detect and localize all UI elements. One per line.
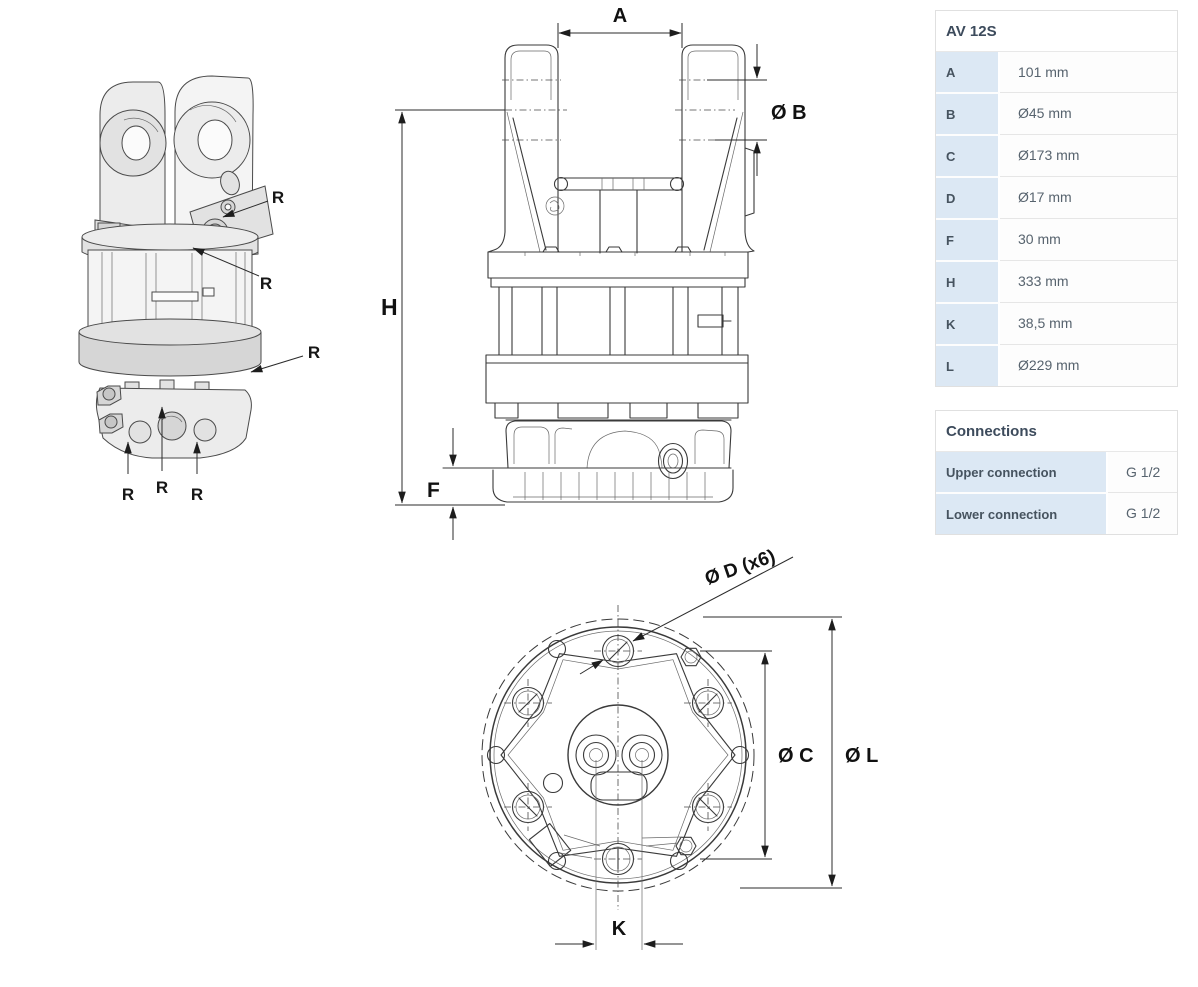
spec-row-d: D Ø17 mm: [936, 176, 1177, 218]
dimension-k: K: [555, 760, 683, 950]
bottom-view-body: [481, 605, 755, 910]
port-label-r6: R: [191, 485, 203, 504]
connection-row-lower: Lower connection G 1/2: [936, 492, 1177, 534]
spec-row-f: F 30 mm: [936, 218, 1177, 260]
spec-value: 38,5 mm: [1000, 302, 1177, 344]
front-lower-flange: [485, 354, 749, 404]
spec-row-l: L Ø229 mm: [936, 344, 1177, 386]
port-label-r5: R: [156, 478, 168, 497]
barrel-section: [87, 249, 253, 333]
port-label-r3: R: [308, 343, 320, 362]
connections-table: Connections Upper connection G 1/2 Lower…: [935, 410, 1178, 535]
clevis-ear-left: [99, 81, 167, 256]
port-leader-arrows: [124, 200, 304, 474]
spec-label: B: [936, 92, 1000, 134]
rotator-3d-body: [78, 75, 274, 459]
spec-row-h: H 333 mm: [936, 260, 1177, 302]
spec-label: F: [936, 218, 1000, 260]
corner-tab: [528, 823, 683, 867]
spec-value: Ø173 mm: [1000, 134, 1177, 176]
spec-value: Ø45 mm: [1000, 92, 1177, 134]
dim-h-label: H: [381, 294, 398, 320]
spec-label: L: [936, 344, 1000, 386]
connection-value: G 1/2: [1108, 492, 1177, 534]
bolt-holes: [504, 634, 732, 876]
small-holes: [486, 639, 750, 871]
spec-label: C: [936, 134, 1000, 176]
dim-b-label: Ø B: [771, 102, 807, 124]
hex-plugs: [675, 647, 702, 856]
dimension-b: Ø B: [707, 44, 807, 176]
spec-value: 333 mm: [1000, 260, 1177, 302]
lower-flange: [78, 318, 262, 377]
dim-f-label: F: [427, 479, 440, 502]
spec-row-a: A 101 mm: [936, 52, 1177, 92]
dimension-d: Ø D (x6): [579, 546, 794, 675]
bottom-view-drawing: Ø D (x6) Ø C Ø L K: [481, 546, 878, 950]
spec-value: Ø17 mm: [1000, 176, 1177, 218]
dimension-l: Ø L: [703, 616, 878, 889]
spec-label: A: [936, 52, 1000, 92]
spec-label: H: [936, 260, 1000, 302]
dim-k-label: K: [612, 918, 627, 940]
port-label-r1: R: [272, 188, 284, 207]
connections-table-title: Connections: [936, 411, 1177, 452]
spec-table: AV 12S A 101 mm B Ø45 mm C Ø173 mm D Ø17…: [935, 10, 1178, 387]
dimension-c: Ø C: [700, 650, 814, 860]
brand-mark-icon: [545, 196, 565, 216]
bottom-housing: [95, 379, 252, 459]
front-rib-section: [498, 286, 739, 356]
perspective-view-drawing: R R R R R R: [78, 75, 320, 504]
dimension-f: F: [427, 428, 457, 540]
front-clevis-arm-left: [487, 44, 559, 253]
spec-value: Ø229 mm: [1000, 344, 1177, 386]
spec-value: 101 mm: [1000, 52, 1177, 92]
spec-label: D: [936, 176, 1000, 218]
front-view-body: [442, 44, 755, 503]
spec-row-b: B Ø45 mm: [936, 92, 1177, 134]
front-upper-flange: [487, 246, 749, 288]
dim-a-label: A: [613, 5, 627, 27]
dim-l-label: Ø L: [845, 745, 878, 767]
dim-c-label: Ø C: [778, 745, 814, 767]
dimension-a: A: [557, 5, 683, 48]
pin-hole-lines: [502, 79, 735, 141]
port-label-r4: R: [122, 485, 134, 504]
yoke-base: [545, 176, 685, 254]
connection-row-upper: Upper connection G 1/2: [936, 452, 1177, 492]
port-label-r2: R: [260, 274, 272, 293]
dim-d-label: Ø D (x6): [702, 546, 778, 590]
spec-table-title: AV 12S: [936, 11, 1177, 52]
spec-row-c: C Ø173 mm: [936, 134, 1177, 176]
spec-label: K: [936, 302, 1000, 344]
center-ports: [542, 704, 669, 806]
spec-row-k: K 38,5 mm: [936, 302, 1177, 344]
dimension-h: H: [381, 109, 505, 506]
connection-label: Lower connection: [936, 492, 1108, 534]
connection-value: G 1/2: [1108, 452, 1177, 492]
front-bottom-housing: [442, 402, 739, 503]
front-view-drawing: A Ø B H F: [381, 5, 807, 540]
spec-value: 30 mm: [1000, 218, 1177, 260]
front-clevis-arm-right: [681, 44, 755, 253]
connection-label: Upper connection: [936, 452, 1108, 492]
